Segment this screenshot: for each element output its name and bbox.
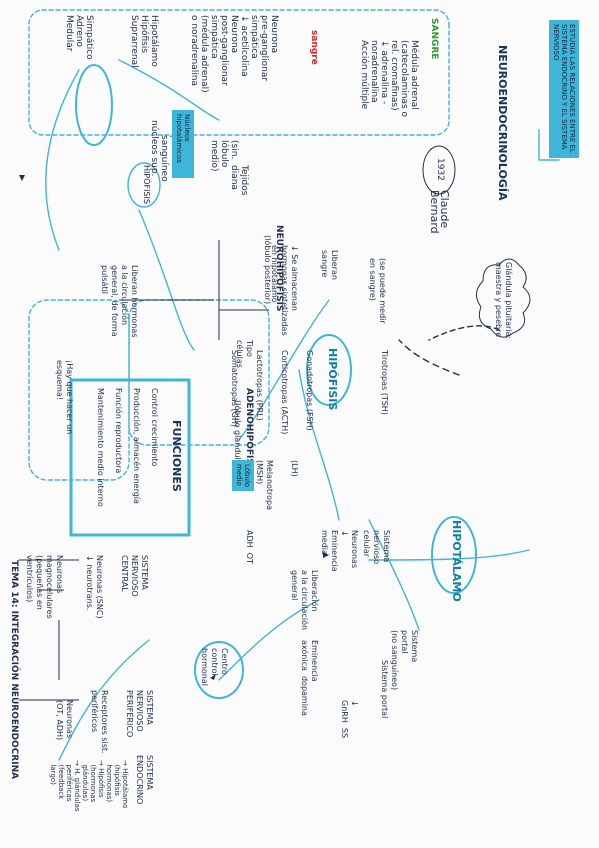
hormone-1: Somatotropas (GH) bbox=[230, 350, 239, 427]
liberacion-general: Liberación a la circulación general bbox=[290, 570, 319, 631]
sist-portal-2: Sistema portal bbox=[380, 660, 389, 719]
hormone-4: Gonadotropas (FSH) bbox=[305, 350, 314, 431]
eje-col5: Médula adrenal (catecolaminas o rel. cro… bbox=[369, 40, 419, 118]
hipofisis-circle bbox=[306, 334, 352, 406]
hipofisis-title: HIPÓFISIS bbox=[326, 348, 339, 411]
arrow-head-2 bbox=[323, 552, 329, 558]
connector-3 bbox=[138, 209, 195, 351]
connector-8 bbox=[368, 549, 530, 561]
hipofisis-small: HIPÓFISIS bbox=[142, 165, 151, 204]
centro-control: Centro control hormonal bbox=[200, 648, 229, 686]
hormonas-label: (sin. lóbulo medio) bbox=[209, 140, 239, 172]
connector-9 bbox=[58, 639, 150, 761]
year-label: 1932 bbox=[435, 158, 445, 181]
arrow-head-3 bbox=[210, 674, 216, 680]
neuronas-ot: Neuronas (OT, ADH) bbox=[55, 700, 74, 741]
snc-label: SISTEMA NERVIOSO CENTRAL bbox=[120, 555, 149, 597]
se-puede: (se puede medir en sangre) bbox=[368, 258, 387, 324]
eje-col2: Hipotálamo Hipófisis Suprarrenal bbox=[129, 15, 159, 68]
sist-portal-hipo: Sistema portal (no sanguíneo) bbox=[390, 630, 419, 691]
hipotalamo-circle bbox=[431, 516, 477, 594]
neuronas-magno: Neuronas magnocelulares (pequeñas en ven… bbox=[25, 555, 64, 619]
sangre-label: SANGRE bbox=[429, 18, 439, 60]
neuroendo-circle bbox=[75, 64, 113, 146]
hormone-lh: (LH) bbox=[290, 460, 299, 477]
neuronas-snc: Neuronas (SNC) ↓ neurotrans. bbox=[85, 555, 104, 619]
melanotropa: Melanotropa (MSH) bbox=[255, 460, 274, 511]
connector-5 bbox=[368, 519, 420, 631]
dashed-arrow-right bbox=[398, 339, 460, 376]
almacena-text: ↓ Se almacenan hormonas sintetizadas en … bbox=[270, 245, 299, 336]
hormone-3: Corticotropas (ACTH) bbox=[280, 350, 289, 435]
neuroendo-note: ESTUDIA LAS RELACIONES ENTRE EL SISTEMA … bbox=[549, 20, 579, 158]
funcion-2: Producción, almacén energía bbox=[132, 388, 141, 504]
gnrh-ss: ↓ GnRH SS bbox=[340, 700, 359, 739]
connector-4 bbox=[298, 369, 340, 521]
nucleos-hl: Núcleos hipotalámicos bbox=[172, 110, 194, 178]
hipotalamo-title: HIPOTÁLAMO bbox=[450, 520, 463, 602]
se-label: SISTEMA ENDOCRINO bbox=[135, 755, 154, 805]
centro-circle bbox=[194, 641, 244, 699]
page-title: TEMA 14: INTEGRACIÓN NEUROENDOCRINA bbox=[9, 560, 19, 780]
neuronas-eminencia: Neuronas ↓ Eminencia media bbox=[320, 530, 359, 572]
eje-dashed-frame bbox=[28, 9, 450, 136]
sist-nervioso-celular: Sistema nervioso celular bbox=[362, 530, 391, 565]
eje-col1: Simpático Adreno Medular bbox=[64, 15, 94, 60]
funciones-box-frame bbox=[69, 378, 191, 537]
liberan-hormonas: Liberan hormonas a la circulación genera… bbox=[100, 265, 139, 338]
funcion-1: Control crecimiento bbox=[150, 388, 159, 467]
connector-6 bbox=[218, 599, 320, 681]
se-items: → Hipotálamo (hipófisis hormonas) → Hipó… bbox=[49, 760, 129, 812]
funciones-title: FUNCIONES bbox=[170, 420, 183, 492]
connector-7 bbox=[238, 299, 330, 441]
connector-10 bbox=[538, 129, 560, 161]
adeno-dashed-frame bbox=[28, 299, 130, 481]
bottom-lines bbox=[19, 559, 79, 701]
arrow-head-1 bbox=[19, 175, 25, 181]
hay-que-note: ¡Hay que hacer un esquema! bbox=[55, 360, 74, 435]
hipotalamo-lines bbox=[39, 589, 64, 680]
funcion-3: Función reproductora bbox=[114, 388, 123, 474]
hormone-2: Lactotropas (PRL) bbox=[255, 350, 264, 421]
eje-col3: Neurona pre-ganglionar simpática ↓ aceti… bbox=[189, 15, 279, 93]
hipofisis-small-circle bbox=[127, 162, 161, 208]
dashed-arrow-left bbox=[428, 325, 500, 341]
eminencia-dopamina: Eminencia axónica dopamina bbox=[300, 640, 319, 716]
connector-2 bbox=[118, 59, 220, 121]
accion-multiple: Acción múltiple bbox=[359, 40, 369, 110]
adh-ot: ADH OT bbox=[245, 530, 254, 564]
connector-1 bbox=[45, 69, 80, 251]
receptores-label: Receptores sist. periféricos bbox=[90, 690, 109, 754]
hormone-tree-lines bbox=[119, 240, 269, 340]
liberan-sangre: Liberan sangre bbox=[320, 250, 339, 280]
funcion-4: Mantenimiento medio interno bbox=[96, 388, 105, 507]
snp-label: SISTEMA NERVIOSO PERIFÉRICO bbox=[125, 690, 154, 738]
lobulo-medio: Lóbulo medio bbox=[232, 460, 254, 492]
hormone-5: Tirotropas (TSH) bbox=[380, 350, 389, 415]
glandula-note: Glándula pituitaria: maestra y pesebre bbox=[494, 262, 513, 340]
cloud-shape bbox=[476, 258, 531, 338]
neuroendo-title: NEUROENDOCRINOLOGÍA bbox=[496, 45, 509, 201]
claude-bernard: Claude Bernard bbox=[428, 190, 451, 234]
sangre-red: sangre bbox=[309, 30, 319, 65]
year-circle bbox=[422, 145, 456, 195]
